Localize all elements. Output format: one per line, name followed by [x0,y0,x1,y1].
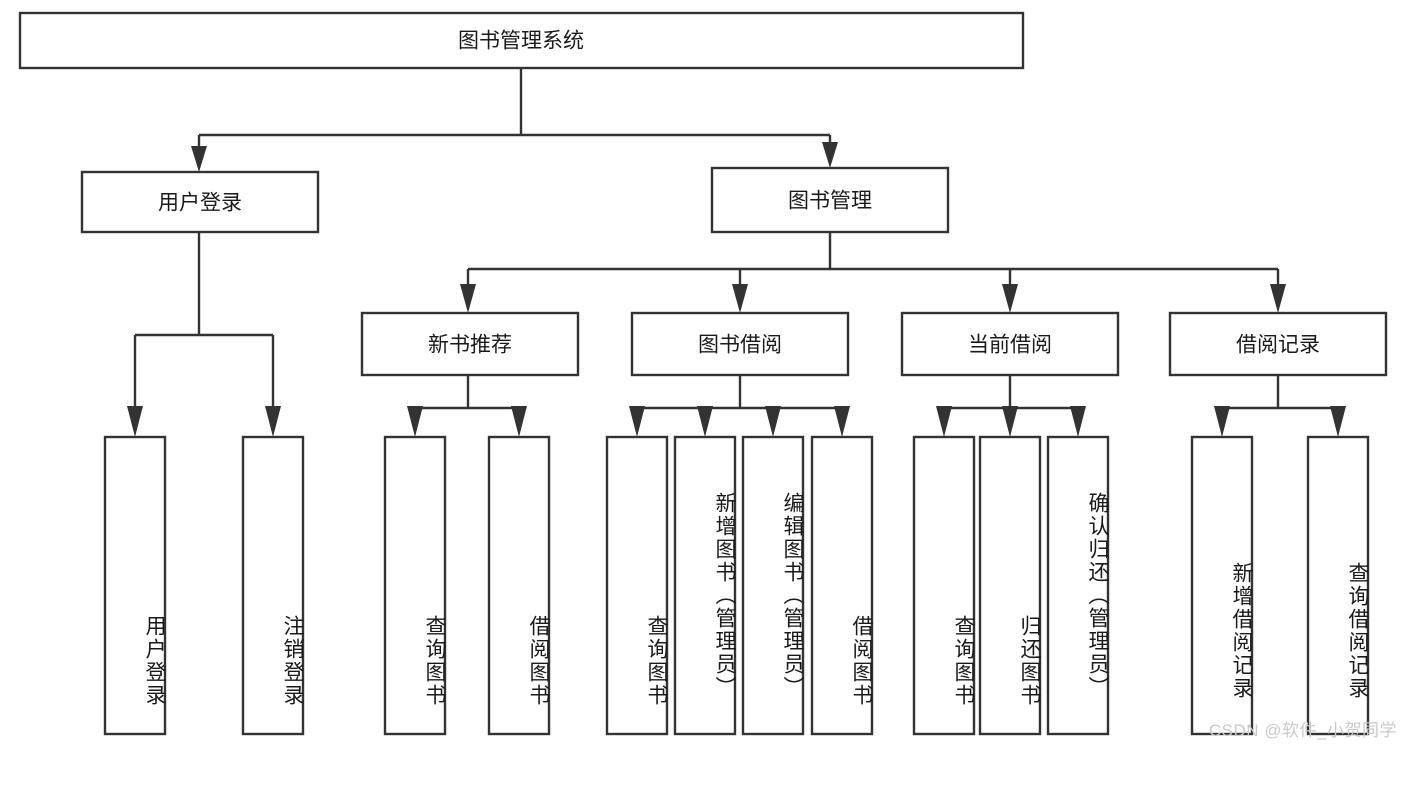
leaf-query-book-3-box[interactable] [912,435,976,736]
diagram-svg: 图书管理系统 用户登录 图书管理 新书推荐 图书借阅 当前借阅 借阅记录 [18,11,1388,736]
node-current-borrow-label: 当前借阅 [968,334,1052,357]
node-book-borrow-box[interactable] [630,311,850,377]
arrow-head-leaf-borrow-book-2 [834,406,850,437]
node-book-borrow[interactable]: 图书借阅 [630,311,850,377]
leaf-query-borrow-record-box[interactable] [1306,435,1370,736]
leaf-edit-book-box[interactable] [741,435,805,736]
node-user-login-box[interactable] [80,170,320,234]
node-borrow-record-box[interactable] [1168,311,1388,377]
node-borrow-record[interactable]: 借阅记录 [1168,311,1388,377]
arrow-head-leaf-query-book-1 [407,406,423,437]
leaf-borrow-book-2-box[interactable] [810,435,874,736]
node-new-book-recommend-box[interactable] [360,311,580,377]
leaf-logout-login-box[interactable] [241,435,305,736]
arrow-head-leaf-query-borrow-record [1330,406,1346,437]
arrow-head-book-manage [822,142,838,168]
leaf-return-book-box[interactable] [978,435,1042,736]
leaf-borrow-book-1-box[interactable] [487,435,551,736]
node-user-login-label: 用户登录 [158,192,242,215]
arrow-head-leaf-confirm-return [1070,406,1086,437]
diagram-canvas: 图书管理系统 用户登录 图书管理 新书推荐 图书借阅 当前借阅 借阅记录 [18,11,1397,740]
arrow-head-borrow-record [1270,284,1286,313]
node-borrow-record-label: 借阅记录 [1236,334,1320,357]
connector-group [127,68,1346,437]
arrow-head-leaf-return-book [1002,406,1018,437]
node-book-manage-label: 图书管理 [788,190,872,213]
arrow-head-leaf-borrow-book-1 [511,406,527,437]
node-new-book-recommend-label: 新书推荐 [428,334,512,357]
leaf-add-borrow-record-box[interactable] [1190,435,1254,736]
node-current-borrow[interactable]: 当前借阅 [900,311,1120,377]
arrow-head-leaf-logout-login [265,406,281,437]
arrow-head-new-book-recommend [460,284,476,313]
leaf-add-book-box[interactable] [673,435,737,736]
leaf-query-book-2-box[interactable] [605,435,669,736]
arrow-head-current-borrow [1002,284,1018,313]
arrow-head-leaf-query-book-3 [936,406,952,437]
node-root-box[interactable] [18,11,1025,70]
arrow-head-leaf-query-book-2 [629,406,645,437]
node-book-manage-box[interactable] [710,166,950,234]
node-book-borrow-label: 图书借阅 [698,334,782,357]
leaf-user-login-box[interactable] [103,435,167,736]
arrow-head-user-login [191,146,207,172]
node-root[interactable]: 图书管理系统 [18,11,1025,70]
arrow-head-leaf-edit-book [765,406,781,437]
arrow-head-leaf-user-login [127,406,143,437]
node-root-label: 图书管理系统 [458,30,584,53]
leaf-confirm-return-box[interactable] [1046,435,1110,736]
arrow-head-leaf-add-book [697,406,713,437]
arrow-head-leaf-add-borrow-record [1214,406,1230,437]
watermark-text: CSDN @软件_小贺同学 [1208,721,1397,740]
node-new-book-recommend[interactable]: 新书推荐 [360,311,580,377]
node-book-manage[interactable]: 图书管理 [710,166,950,234]
node-current-borrow-box[interactable] [900,311,1120,377]
node-user-login[interactable]: 用户登录 [80,170,320,234]
leaf-query-book-1-box[interactable] [383,435,447,736]
arrow-head-book-borrow [732,284,748,313]
